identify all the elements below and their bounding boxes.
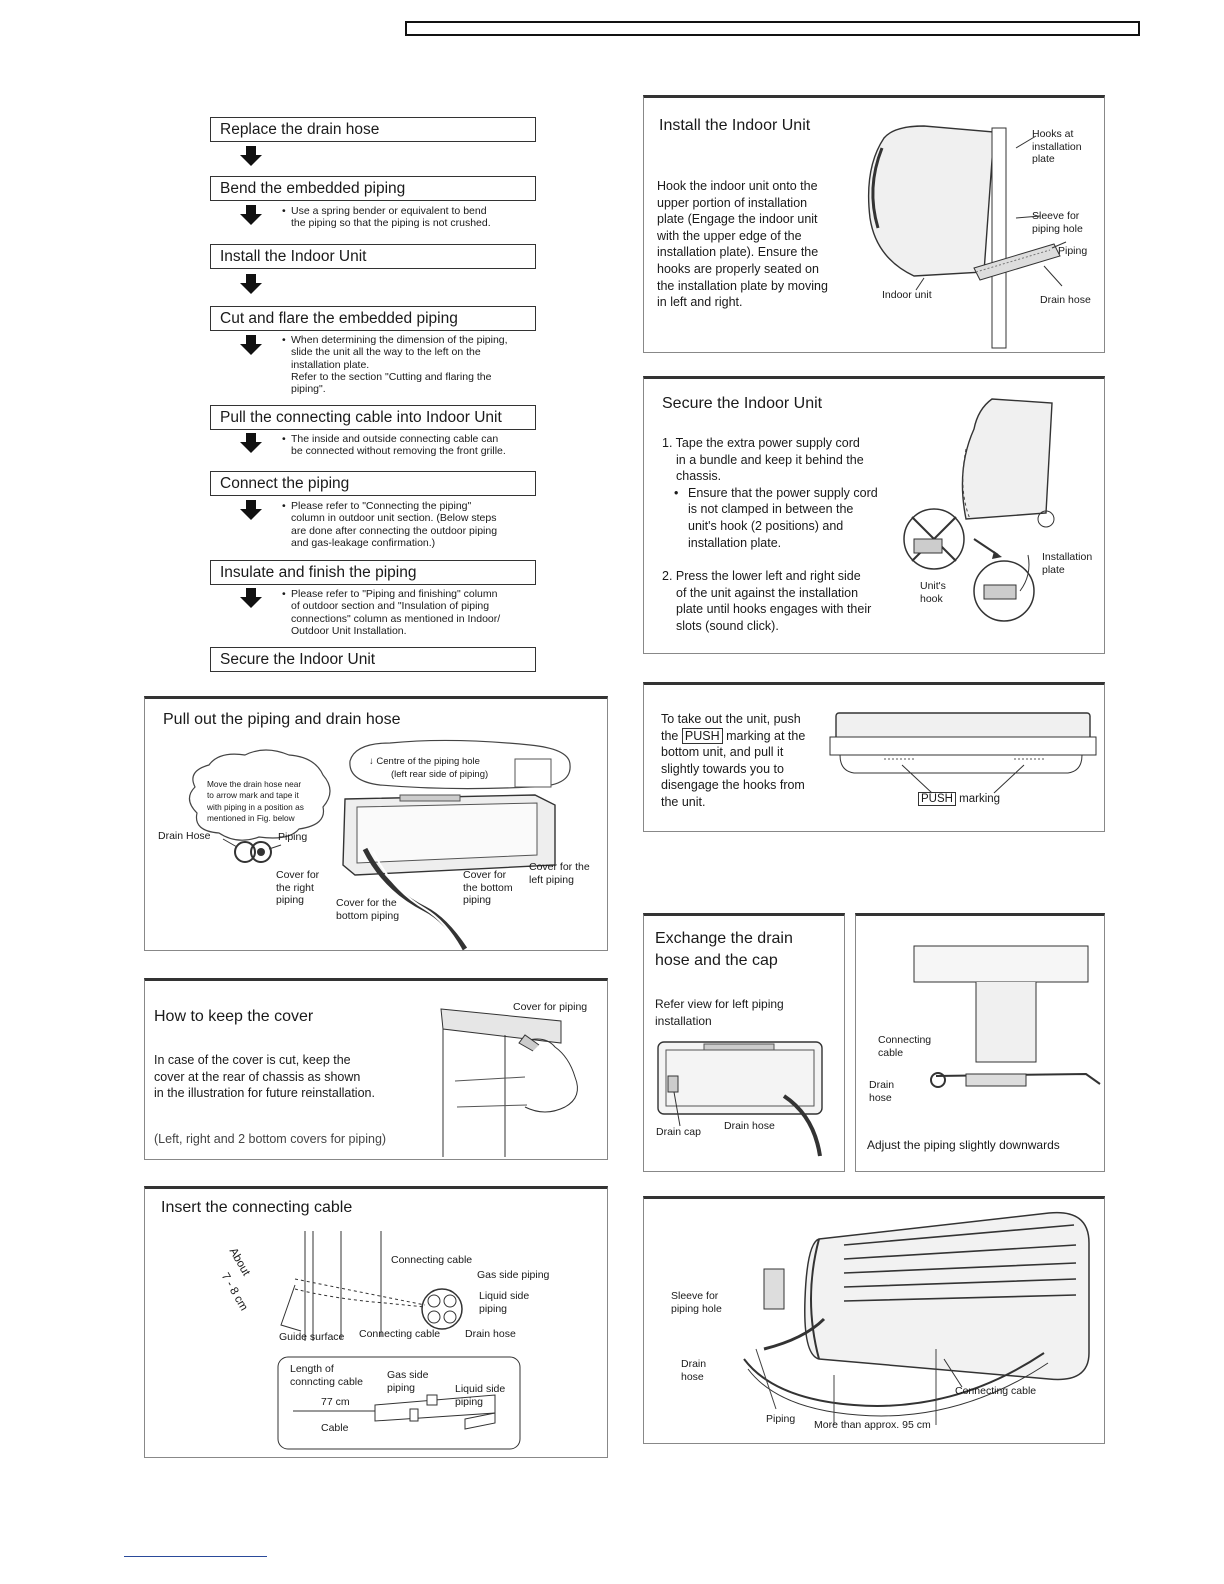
label-drain-hose: Drain hose <box>465 1328 516 1340</box>
label-connecting-cable: Connecting cable <box>391 1254 473 1266</box>
down-arrow-icon <box>240 500 262 520</box>
label-push-marking: PUSH marking <box>918 792 1000 806</box>
secure-illustration <box>903 398 1055 622</box>
panel-insert-cable: Insert the connecting cable About 7 - 8 … <box>144 1186 608 1458</box>
take-out-text: To take out the unit, push the PUSH mark… <box>661 712 806 809</box>
label-gas-side: Gas side piping <box>477 1269 550 1281</box>
label-connecting-cable-2: Connecting cable <box>359 1328 441 1340</box>
label-drain-cap: Drain cap <box>656 1126 701 1138</box>
step-pull-cable: Pull the connecting cable into Indoor Un… <box>210 405 536 430</box>
label-connecting-cable: Connecting cable <box>955 1385 1037 1397</box>
label-piping: Piping <box>278 831 308 843</box>
label-guide-surface: Guide surface <box>279 1331 345 1343</box>
header-bar <box>405 21 1140 36</box>
keep-cover-illustration <box>440 1008 578 1157</box>
step-replace-drain-hose: Replace the drain hose <box>210 117 536 142</box>
label-cable: Cable <box>321 1422 349 1434</box>
step-cut-flare: Cut and flare the embedded piping <box>210 306 536 331</box>
down-arrow-icon <box>240 146 262 166</box>
down-arrow-icon <box>240 335 262 355</box>
label-indoor-unit: Indoor unit <box>882 289 932 301</box>
keep-cover-note: (Left, right and 2 bottom covers for pip… <box>154 1132 387 1146</box>
panel-title: Install the Indoor Unit <box>659 117 811 134</box>
panel-title: Pull out the piping and drain hose <box>163 711 401 728</box>
label-77cm: 77 cm <box>321 1396 350 1408</box>
label-drain-hose: Drain hose <box>1040 294 1091 306</box>
note-insulate: •Please refer to "Piping and finishing" … <box>282 588 501 637</box>
secure-step-1: 1. Tape the extra power supply cord in a… <box>662 436 878 550</box>
panel-title: Secure the Indoor Unit <box>662 395 823 412</box>
step-bend-piping: Bend the embedded piping <box>210 176 536 201</box>
step-insulate: Insulate and finish the piping <box>210 560 536 585</box>
final-illustration <box>743 1211 1090 1425</box>
label-cover-piping: Cover for piping <box>513 1001 588 1013</box>
note-bend: •Use a spring bender or equivalent to be… <box>282 205 491 230</box>
step-secure: Secure the Indoor Unit <box>210 647 536 672</box>
panel-secure: Secure the Indoor Unit 1. Tape the extra… <box>643 376 1105 654</box>
note-pull: •The inside and outside connecting cable… <box>282 433 506 458</box>
panel-keep-cover: How to keep the cover In case of the cov… <box>144 978 608 1160</box>
down-arrow-icon <box>240 205 262 225</box>
install-indoor-illustration <box>867 125 1067 349</box>
panel-take-out: To take out the unit, push the PUSH mark… <box>643 682 1105 832</box>
label-bubble: Move the drain hose near to arrow mark a… <box>207 779 304 824</box>
step-install-indoor: Install the Indoor Unit <box>210 244 536 269</box>
label-piping: Piping <box>766 1413 796 1425</box>
secure-step-2: 2. Press the lower left and right side o… <box>662 569 872 633</box>
adjust-illustration <box>913 945 1101 1088</box>
panel-pull-out: Pull out the piping and drain hose ↓ Cen… <box>144 696 608 951</box>
pull-out-illustration <box>188 739 571 951</box>
label-drain-hose: Drain Hose <box>158 830 211 842</box>
keep-cover-text: In case of the cover is cut, keep the co… <box>154 1053 375 1101</box>
panel-title: How to keep the cover <box>154 1008 314 1025</box>
label-drain-hose: Drain hose <box>724 1120 775 1132</box>
footer-link-line <box>124 1556 267 1557</box>
label-piping: Piping <box>1058 245 1088 257</box>
panel-title: Insert the connecting cable <box>161 1199 353 1216</box>
take-out-illustration <box>829 712 1097 794</box>
panel-install-indoor: Install the Indoor Unit Hook the indoor … <box>643 95 1105 353</box>
insert-cable-illustration <box>277 1231 521 1450</box>
down-arrow-icon <box>240 433 262 453</box>
exchange-illustration <box>657 1041 823 1157</box>
install-indoor-text: Hook the indoor unit onto the upper port… <box>657 179 828 310</box>
adjust-text: Adjust the piping slightly downwards <box>867 1138 1060 1152</box>
down-arrow-icon <box>240 588 262 608</box>
note-cut: •When determining the dimension of the p… <box>282 334 508 396</box>
label-centre: ↓ Centre of the piping hole (left rear s… <box>369 756 489 780</box>
note-connect: •Please refer to "Connecting the piping"… <box>282 500 498 549</box>
label-more-than: More than approx. 95 cm <box>814 1419 931 1431</box>
step-connect-piping: Connect the piping <box>210 471 536 496</box>
down-arrow-icon <box>240 274 262 294</box>
